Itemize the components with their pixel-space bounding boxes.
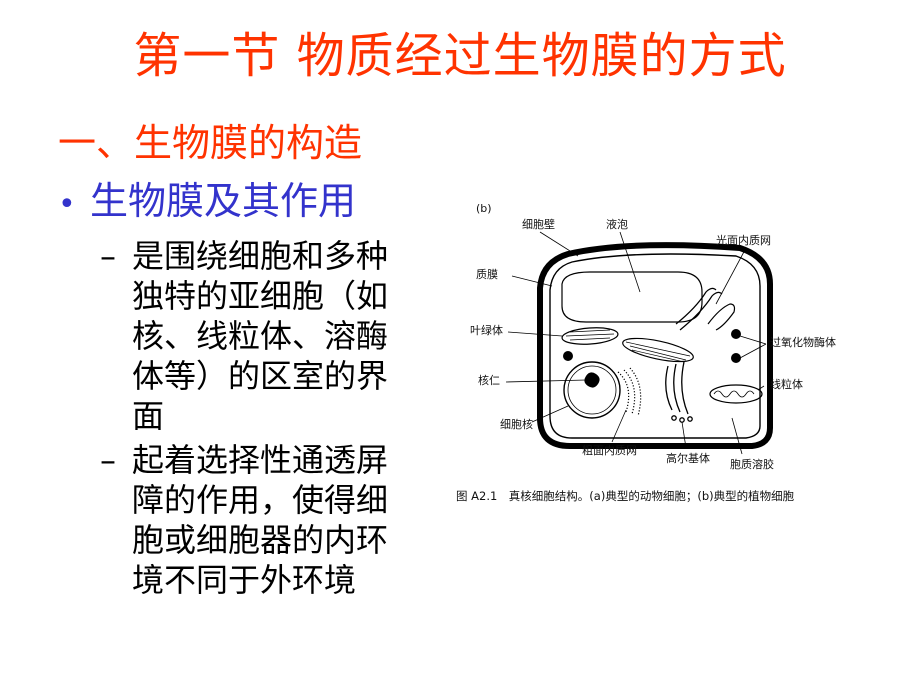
peroxisome-shape-1 bbox=[731, 329, 741, 339]
plant-cell-figure: (b) bbox=[440, 196, 910, 516]
section-heading: 一、生物膜的构造 bbox=[58, 121, 363, 165]
rough-er-shape bbox=[617, 367, 642, 417]
chloroplast-shape bbox=[561, 327, 694, 363]
dash-icon: – bbox=[100, 237, 116, 275]
bullet-dot-icon: • bbox=[58, 187, 76, 222]
slide-title: 第一节 物质经过生物膜的方式 bbox=[133, 28, 787, 84]
nucleus-shape bbox=[563, 361, 621, 419]
golgi-shape bbox=[665, 361, 693, 423]
label-cell-wall: 细胞壁 bbox=[522, 217, 555, 231]
plasma-membrane-shape bbox=[549, 253, 761, 439]
smooth-er-shape bbox=[675, 287, 736, 331]
panel-label: (b) bbox=[476, 202, 492, 215]
label-cytosol: 胞质溶胶 bbox=[730, 457, 774, 471]
bullet-text: 生物膜及其作用 bbox=[90, 179, 357, 223]
label-rough-er: 粗面内质网 bbox=[582, 443, 637, 457]
bullet-item: • 生物膜及其作用 bbox=[58, 176, 356, 230]
figure-caption: 图 A2.1 真核细胞结构。(a)典型的动物细胞；(b)典型的植物细胞 bbox=[456, 489, 795, 503]
sub-item-2-text: 起着选择性通透屏障的作用，使得细胞或细胞器的内环境不同于外环境 bbox=[132, 441, 389, 599]
label-smooth-er: 光面内质网 bbox=[716, 233, 771, 247]
label-peroxisome: 过氧化物酶体 bbox=[770, 335, 836, 349]
label-golgi: 高尔基体 bbox=[666, 451, 710, 465]
vacuole-shape bbox=[561, 271, 703, 323]
vesicle-shape bbox=[563, 351, 573, 361]
cell-wall-shape bbox=[537, 242, 773, 449]
peroxisome-shape-2 bbox=[731, 353, 741, 363]
label-plasma-membrane: 质膜 bbox=[476, 268, 498, 281]
plant-cell-diagram: (b) bbox=[456, 202, 836, 503]
leader-lines bbox=[505, 231, 767, 455]
label-nucleolus: 核仁 bbox=[478, 373, 500, 387]
dash-icon: – bbox=[100, 441, 116, 479]
label-mitochondrion: 线粒体 bbox=[770, 377, 803, 391]
label-nucleus: 细胞核 bbox=[500, 417, 533, 431]
label-vacuole: 液泡 bbox=[606, 217, 628, 231]
sub-item-1-text: 是围绕细胞和多种独特的亚细胞（如核、线粒体、溶酶体等）的区室的界面 bbox=[132, 237, 389, 435]
mitochondrion-shape bbox=[709, 384, 763, 404]
label-chloroplast: 叶绿体 bbox=[470, 323, 503, 337]
